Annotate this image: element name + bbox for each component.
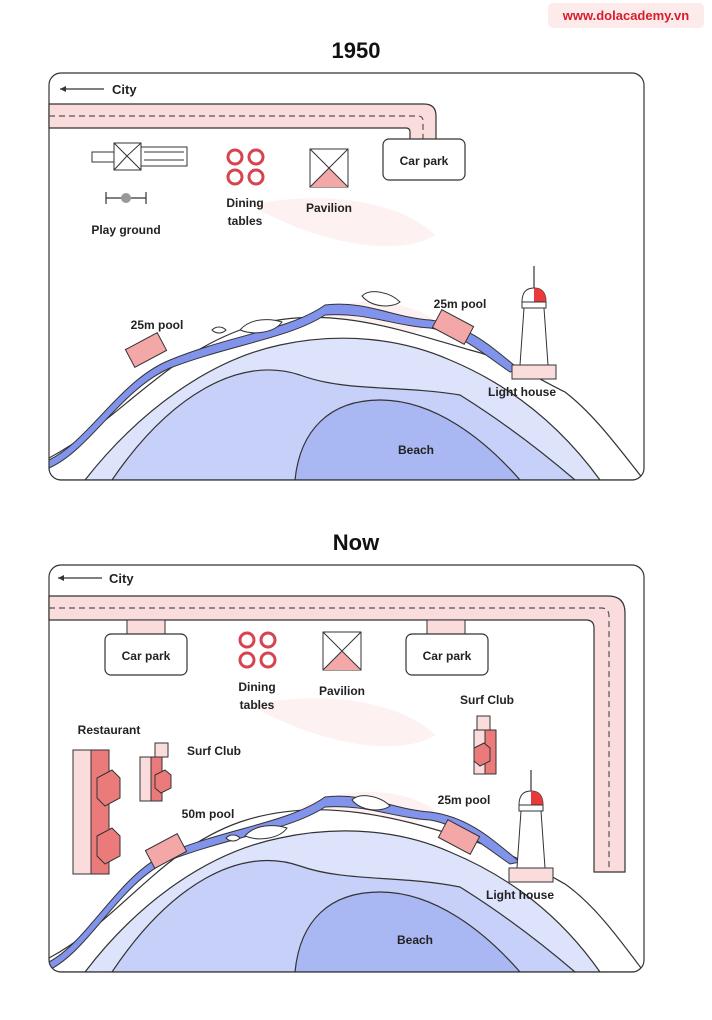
play-ground-label: Play ground (91, 223, 160, 237)
surf-club-left (139, 742, 172, 802)
beach-label: Beach (397, 933, 433, 947)
rock (239, 319, 283, 334)
pavilion (309, 148, 349, 188)
beach-core (294, 891, 522, 972)
website-watermark: www.dolacademy.vn (548, 3, 704, 28)
dining-tables (226, 148, 265, 186)
car-park-left-label: Car park (122, 649, 171, 663)
dining-label-line2: tables (240, 698, 275, 712)
dining-label-line1: Dining (238, 680, 275, 694)
surf-club-right-label: Surf Club (460, 693, 514, 707)
rock (244, 825, 288, 840)
car-park-right-label: Car park (423, 649, 472, 663)
map-frame-1950 (48, 72, 645, 481)
pool-left-label: 50m pool (182, 807, 235, 821)
coastal-walkway (49, 795, 522, 971)
lighthouse (508, 770, 554, 883)
restaurant-label: Restaurant (78, 723, 141, 737)
surf-club-left-label: Surf Club (187, 744, 241, 758)
map-now: City Car park Car park Dining tables Pav… (48, 564, 645, 973)
pool-left (124, 332, 168, 368)
lighthouse-label: Light house (488, 385, 556, 399)
pool-right (437, 819, 481, 855)
pavilion-label: Pavilion (319, 684, 365, 698)
city-direction: City (60, 82, 137, 97)
dining-tables (238, 631, 277, 669)
pavilion (322, 631, 362, 671)
road (48, 595, 626, 873)
restaurant (72, 749, 121, 875)
city-label: City (112, 82, 137, 97)
pool-right-label: 25m pool (434, 297, 487, 311)
beach-core (294, 399, 522, 480)
city-label: City (109, 571, 134, 586)
pavilion-label: Pavilion (306, 201, 352, 215)
pool-left-label: 25m pool (131, 318, 184, 332)
surf-club-right (473, 715, 497, 775)
map-title-1950: 1950 (331, 38, 381, 63)
beach-label: Beach (398, 443, 434, 457)
rock (225, 834, 241, 842)
dining-label-line1: Dining (226, 196, 263, 210)
car-park-left (104, 633, 188, 676)
car-park (382, 138, 466, 181)
car-park-right (405, 633, 489, 676)
map-1950: City Car park Play ground Dining table (48, 72, 645, 481)
city-direction: City (58, 571, 134, 586)
pool-right-label: 25m pool (438, 793, 491, 807)
rock (361, 291, 401, 307)
play-ground (91, 142, 188, 204)
rock (351, 795, 391, 811)
map-frame-now (48, 564, 645, 973)
lighthouse-label: Light house (486, 888, 554, 902)
pool-right (431, 309, 475, 345)
road-centerline (49, 115, 424, 146)
road-centerline (49, 607, 610, 868)
map-title-now: Now (332, 530, 380, 555)
road (48, 103, 437, 151)
car-park-label: Car park (400, 154, 449, 168)
rock (211, 326, 227, 334)
lighthouse (511, 266, 557, 380)
pool-left (144, 833, 188, 869)
dining-label-line2: tables (228, 214, 263, 228)
